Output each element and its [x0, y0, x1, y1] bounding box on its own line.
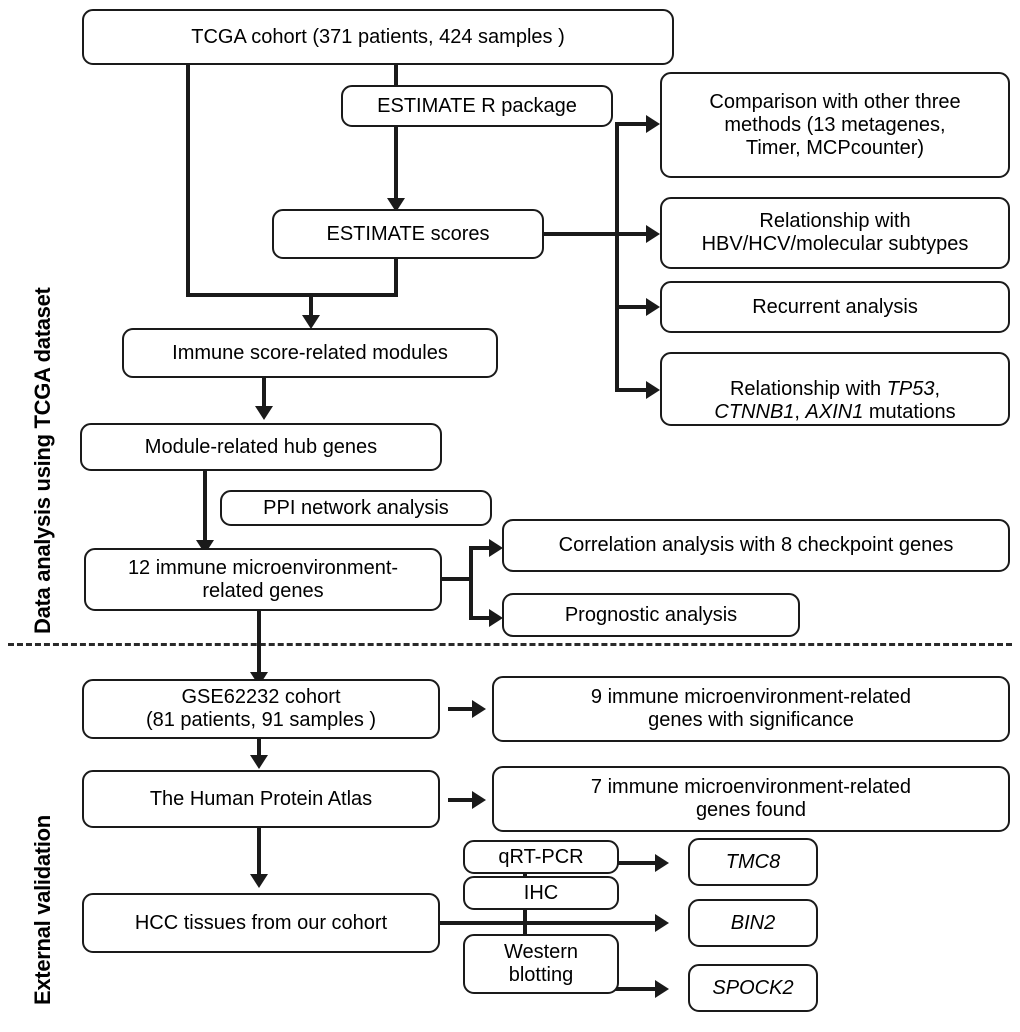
node-hcc-tissues-label: HCC tissues from our cohort [134, 911, 388, 934]
mutations-text-suffix: mutations [863, 400, 956, 423]
node-module-related-hub-genes: Module-related hub genes [80, 423, 442, 471]
node-relationship-subtypes: Relationship with HBV/HCV/molecular subt… [660, 197, 1010, 269]
node-correlation-analysis: Correlation analysis with 8 checkpoint g… [502, 519, 1010, 572]
connector-estimate-scores-right-stub [542, 232, 619, 236]
node-human-protein-atlas-label: The Human Protein Atlas [149, 787, 373, 810]
arrowhead-to-spock2 [655, 980, 669, 998]
connector-modules-to-hubgenes [262, 378, 266, 408]
connector-branch-subtypes [615, 232, 648, 236]
mutations-text-prefix: Relationship with [729, 377, 887, 400]
node-hcc-tissues: HCC tissues from our cohort [82, 893, 440, 953]
node-ihc: IHC [463, 876, 619, 910]
arrowhead-to-tmc8 [655, 854, 669, 872]
connector-merge-down [309, 293, 313, 317]
node-gene-spock2: SPOCK2 [688, 964, 818, 1012]
node-module-related-hub-genes-label: Module-related hub genes [144, 435, 378, 458]
mutations-text-sep: , [794, 400, 806, 423]
node-gene-bin2: BIN2 [688, 899, 818, 947]
arrowhead-to-immune-modules [302, 315, 320, 329]
node-gene-spock2-label: SPOCK2 [712, 976, 794, 999]
node-prognostic-analysis: Prognostic analysis [502, 593, 800, 637]
arrowhead-to-subtypes [646, 225, 660, 243]
arrowhead-to-recurrent [646, 298, 660, 316]
node-relationship-mutations: Relationship with TP53,CTNNB1, AXIN1 mut… [660, 352, 1010, 426]
connector-hubgenes-to-twelve [203, 471, 207, 543]
node-twelve-immune-genes: 12 immune microenvironment- related gene… [84, 548, 442, 611]
connector-hcc-right-long [440, 921, 658, 925]
arrowhead-to-nine-genes [472, 700, 486, 718]
node-ppi-network-analysis: PPI network analysis [220, 490, 492, 526]
node-western-blotting-label: Western blotting [503, 941, 579, 986]
node-seven-immune-genes-label: 7 immune microenvironment-related genes … [590, 776, 912, 821]
node-comparison-methods-label: Comparison with other three methods (13 … [709, 90, 961, 159]
node-estimate-scores-label: ESTIMATE scores [326, 222, 490, 245]
node-gse62232-cohort-label: GSE62232 cohort (81 patients, 91 samples… [145, 686, 377, 731]
connector-branch-mutations [615, 388, 648, 392]
arrowhead-to-hubgenes [255, 406, 273, 420]
connector-genes-split-trunk [523, 862, 527, 990]
connector-hpa-to-hcc [257, 828, 261, 876]
node-recurrent-analysis: Recurrent analysis [660, 281, 1010, 333]
node-seven-immune-genes: 7 immune microenvironment-related genes … [492, 766, 1010, 832]
section-label-external-validation: External validation [30, 815, 55, 1005]
arrowhead-to-mutations [646, 381, 660, 399]
arrowhead-to-estimate-scores [387, 198, 405, 212]
node-gene-bin2-label: BIN2 [730, 911, 776, 934]
node-qrt-pcr-label: qRT-PCR [498, 845, 584, 868]
node-correlation-analysis-label: Correlation analysis with 8 checkpoint g… [558, 534, 954, 556]
section-divider [8, 643, 1012, 646]
connector-hpa-to-seven-genes [448, 798, 474, 802]
arrowhead-to-hcc-tissues [250, 874, 268, 888]
node-estimate-r-package: ESTIMATE R package [341, 85, 613, 127]
connector-branch-prognostic [469, 616, 491, 620]
gene-ctnnb1: CTNNB1 [714, 400, 795, 423]
node-ppi-network-analysis-label: PPI network analysis [263, 496, 449, 519]
node-tcga-cohort-label: TCGA cohort (371 patients, 424 samples ) [191, 25, 565, 48]
connector-tcga-left-down [186, 65, 190, 297]
connector-right-trunk [615, 122, 619, 392]
mutations-text-comma: , [934, 377, 941, 400]
gene-tp53: TP53 [886, 377, 935, 400]
connector-twelve-to-gse [257, 611, 261, 674]
node-tcga-cohort: TCGA cohort (371 patients, 424 samples ) [82, 9, 674, 65]
node-twelve-immune-genes-label: 12 immune microenvironment- related gene… [127, 556, 399, 602]
node-immune-score-modules: Immune score-related modules [122, 328, 498, 378]
connector-gse-to-nine-genes [448, 707, 474, 711]
node-gene-tmc8: TMC8 [688, 838, 818, 886]
arrowhead-to-comparison [646, 115, 660, 133]
node-ihc-label: IHC [523, 881, 559, 904]
node-prognostic-analysis-label: Prognostic analysis [564, 603, 738, 626]
connector-estimate-scores-down [394, 258, 398, 295]
connector-branch-recurrent [615, 305, 648, 309]
node-gene-tmc8-label: TMC8 [725, 850, 781, 873]
section-label-tcga: Data analysis using TCGA dataset [30, 287, 55, 634]
node-western-blotting: Western blotting [463, 934, 619, 994]
node-relationship-subtypes-label: Relationship with HBV/HCV/molecular subt… [701, 210, 969, 255]
node-qrt-pcr: qRT-PCR [463, 840, 619, 874]
connector-gse-to-hpa [257, 739, 261, 757]
node-nine-immune-genes: 9 immune microenvironment-related genes … [492, 676, 1010, 742]
node-recurrent-analysis-label: Recurrent analysis [752, 295, 918, 318]
arrowhead-to-correlation [489, 539, 503, 557]
arrowhead-to-hpa [250, 755, 268, 769]
node-human-protein-atlas: The Human Protein Atlas [82, 770, 440, 828]
connector-branch-correlation [469, 546, 491, 550]
connector-merge-bar [186, 293, 398, 297]
node-gse62232-cohort: GSE62232 cohort (81 patients, 91 samples… [82, 679, 440, 739]
node-relationship-mutations-label: Relationship with TP53,CTNNB1, AXIN1 mut… [714, 355, 955, 424]
connector-branch-comparison [615, 122, 648, 126]
node-estimate-scores: ESTIMATE scores [272, 209, 544, 259]
node-immune-score-modules-label: Immune score-related modules [172, 341, 448, 364]
connector-twelve-split-trunk [469, 547, 473, 619]
node-nine-immune-genes-label: 9 immune microenvironment-related genes … [590, 686, 912, 731]
arrowhead-to-bin2 [655, 914, 669, 932]
gene-axin1: AXIN1 [805, 400, 864, 423]
node-comparison-methods: Comparison with other three methods (13 … [660, 72, 1010, 178]
connector-twelve-right-stub [440, 577, 472, 581]
node-estimate-r-package-label: ESTIMATE R package [377, 94, 577, 117]
arrowhead-to-seven-genes [472, 791, 486, 809]
connector-tcga-to-estimate-scores [394, 65, 398, 200]
arrowhead-to-prognostic [489, 609, 503, 627]
